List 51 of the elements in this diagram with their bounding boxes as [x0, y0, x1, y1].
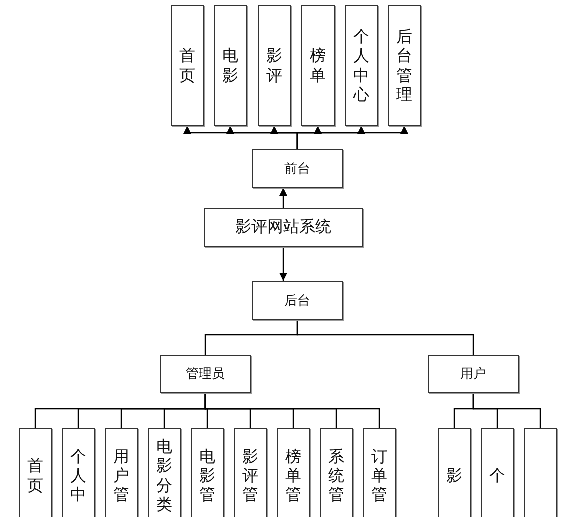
menu-box: [277, 428, 310, 517]
module-label: 影评管: [242, 446, 258, 504]
module-box: [428, 355, 519, 393]
module-label: 前台: [284, 160, 310, 178]
menu-box: [320, 428, 353, 517]
menu-box: [214, 5, 247, 126]
module-label: 影评: [266, 46, 282, 85]
menu-box: [62, 428, 95, 517]
arrow: [280, 247, 288, 281]
module-label: 电影分类: [156, 437, 172, 514]
module-label: 管理员: [186, 366, 225, 383]
module-label: 订单管: [372, 446, 388, 504]
module-label: 用户: [460, 366, 486, 383]
menu-box: [363, 428, 396, 517]
connector-line: [204, 393, 380, 428]
menu-box: [105, 428, 138, 517]
connector-line: [296, 320, 474, 355]
menu-box: [258, 5, 291, 126]
module-box: [160, 355, 251, 393]
module-label: 影评网站系统: [236, 217, 332, 238]
module-label: 系统管: [328, 446, 344, 504]
module-label: 首页: [28, 456, 44, 495]
module-label: 个: [490, 466, 506, 486]
module-label: 后台管理: [396, 27, 412, 104]
module-label: 后台: [284, 292, 310, 310]
menu-box: [19, 428, 52, 517]
menu-box: [301, 5, 335, 126]
connector-line: [472, 393, 542, 428]
menu-box: [171, 5, 204, 126]
module-label: 电影: [222, 46, 238, 85]
module-label: 榜单管: [286, 446, 302, 504]
arrow: [280, 188, 288, 208]
module-label: 首页: [180, 46, 196, 85]
module-box: [252, 149, 343, 188]
menu-box: [191, 428, 224, 517]
module-label: 用户管: [114, 446, 130, 504]
module-label: 影: [446, 466, 462, 486]
menu-box: [388, 5, 421, 126]
empty-box: [524, 428, 557, 517]
menu-box: [345, 5, 378, 126]
arrow: [296, 126, 408, 149]
menu-box: [148, 428, 181, 517]
menu-box: [438, 428, 471, 517]
module-box: [204, 208, 363, 247]
module-box: [252, 281, 343, 320]
module-label: 电影管: [200, 446, 216, 504]
module-label: 榜单: [310, 46, 326, 85]
module-label: 个人中: [70, 446, 86, 504]
menu-box: [234, 428, 267, 517]
module-label: 个人中心: [354, 27, 370, 104]
menu-box: [481, 428, 514, 517]
